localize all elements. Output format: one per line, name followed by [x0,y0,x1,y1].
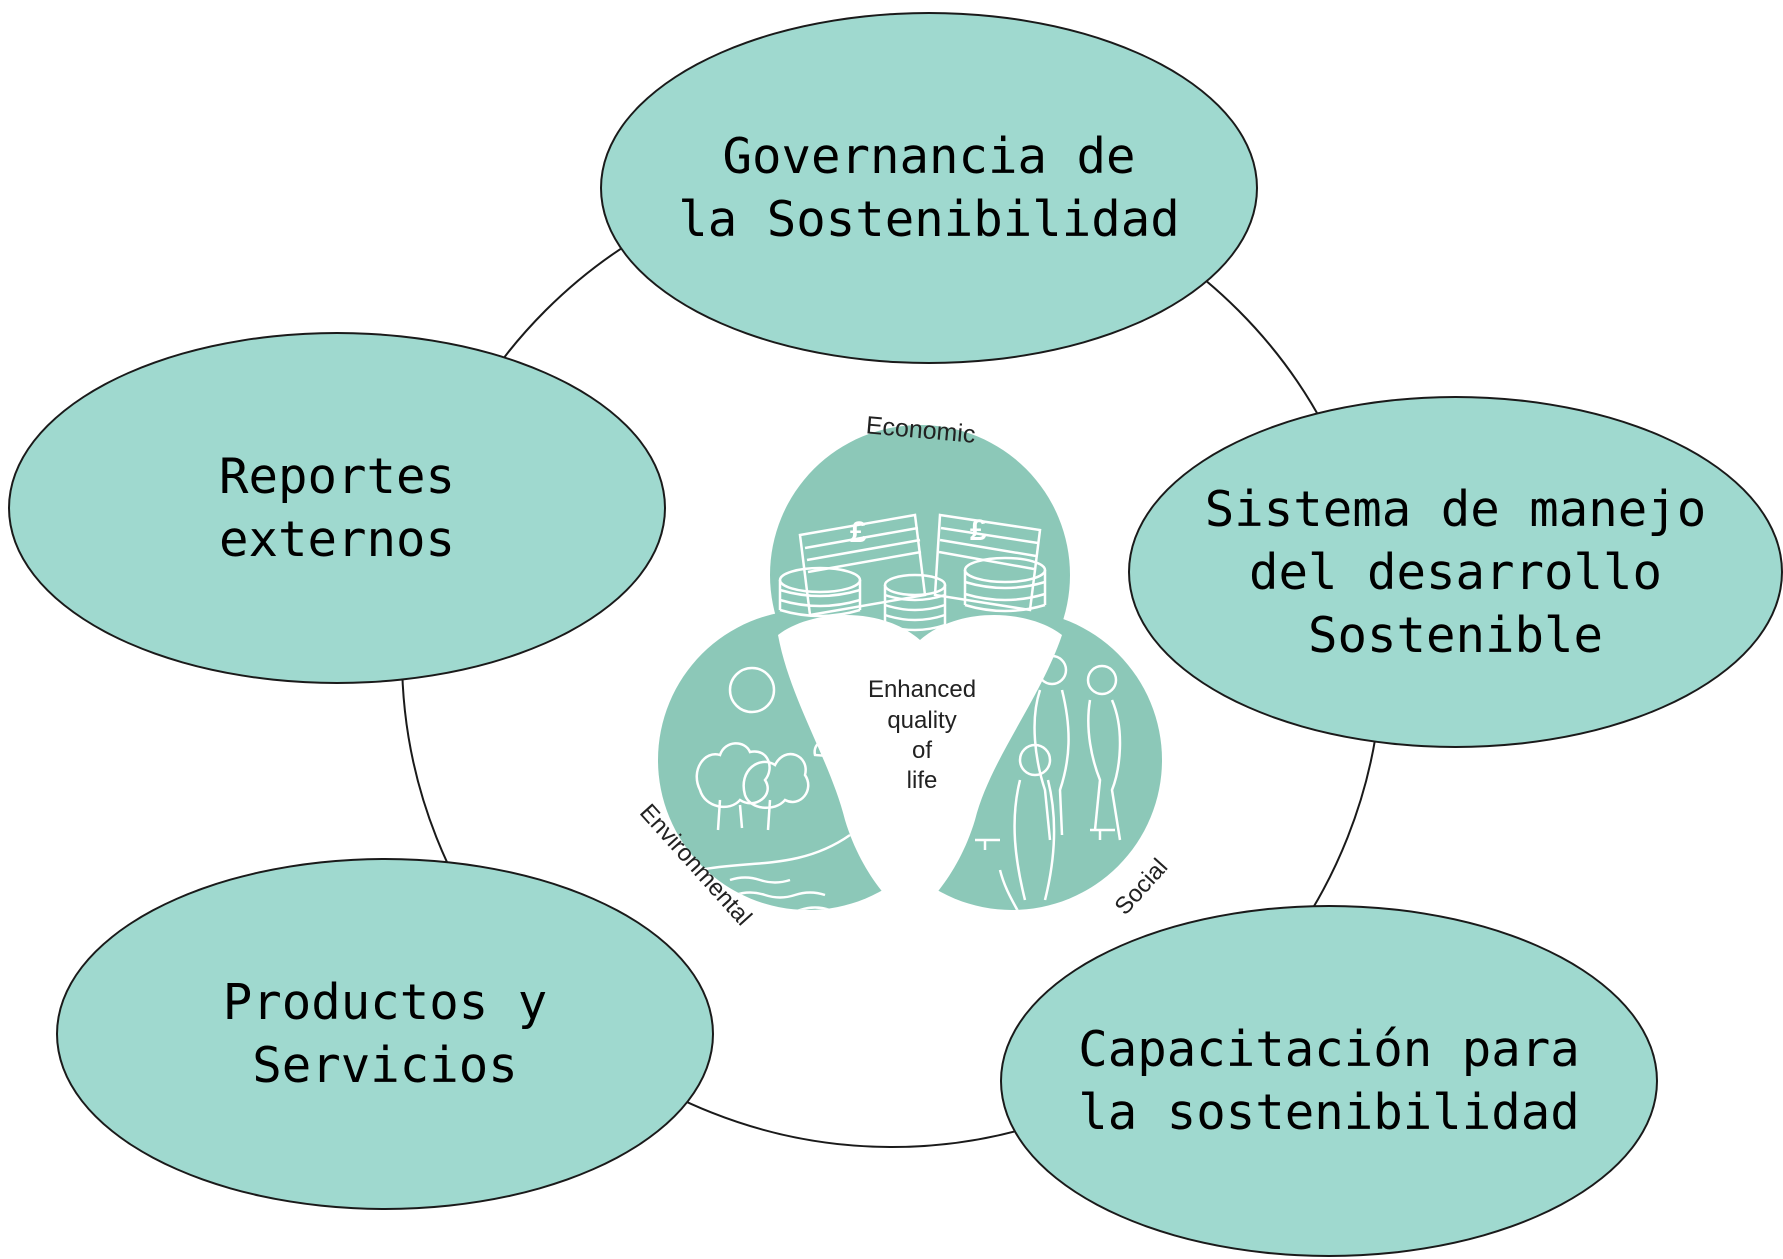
venn-diagram: £ £ [634,411,1173,931]
reports-text: Reportes externos [218,448,455,568]
center-line-3: of [912,737,932,764]
overlap-region [778,615,1062,918]
reports-oval: Reportes externos [8,332,666,684]
people-icon [975,654,1122,910]
svg-text:£: £ [970,514,987,547]
svg-text:£: £ [850,516,867,549]
management-text: Sistema de manejo del desarrollo Sosteni… [1204,480,1707,664]
center-line-2: quality [887,707,956,734]
center-line-4: life [907,767,938,794]
training-oval: Capacitación para la sostenibilidad [1000,905,1658,1257]
management-oval: Sistema de manejo del desarrollo Sosteni… [1128,396,1783,748]
money-icon: £ £ [778,513,1047,632]
center-line-1: Enhanced [868,676,976,703]
governance-text: Governancia de la Sostenibilidad [678,128,1180,248]
products-oval: Productos y Servicios [56,858,714,1210]
governance-oval: Governancia de la Sostenibilidad [600,12,1258,364]
training-text: Capacitación para la sostenibilidad [1078,1021,1580,1141]
products-text: Productos y Servicios [222,974,548,1094]
